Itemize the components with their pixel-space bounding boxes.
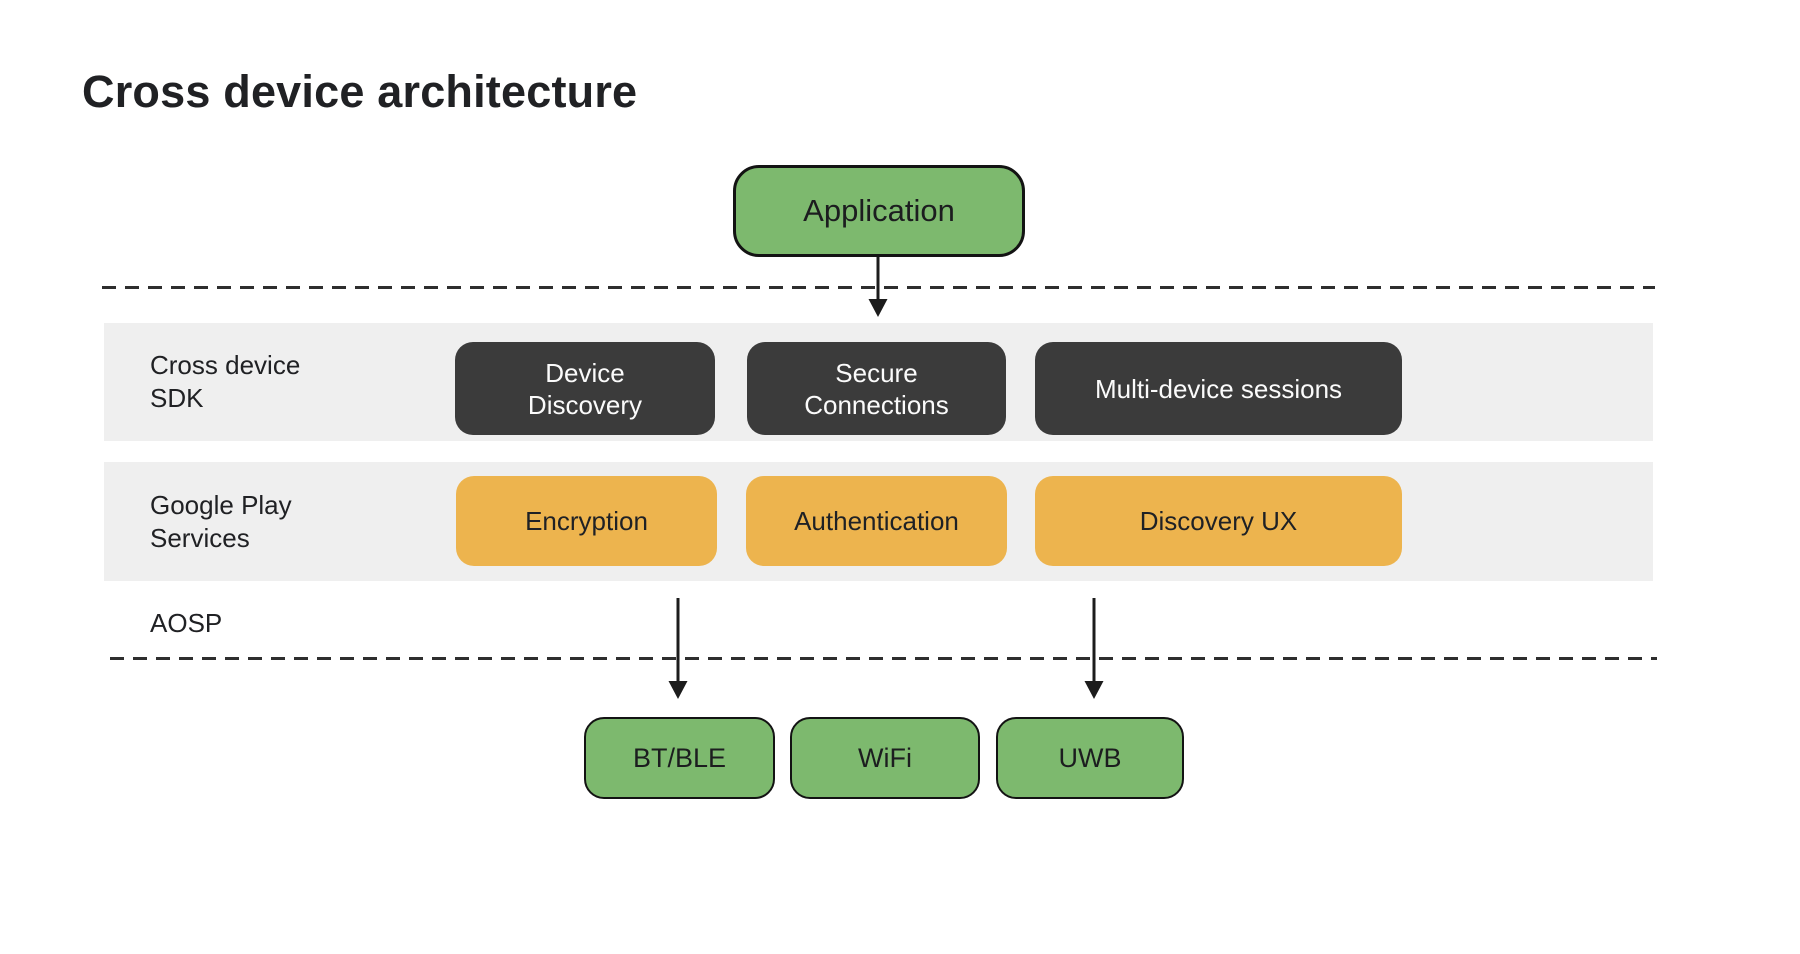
application-box-label: Application <box>803 193 955 228</box>
gps-box-authentication: Authentication <box>746 476 1007 566</box>
sdk-box-device-discovery: Device Discovery <box>455 342 715 435</box>
gps-to-uwb-arrow <box>1084 598 1104 699</box>
gps-box-discovery-ux: Discovery UX <box>1035 476 1402 566</box>
application-box: Application <box>733 165 1025 257</box>
gps-band: Google Play Services Encryption Authenti… <box>104 462 1653 581</box>
radio-box-bt-ble-label: BT/BLE <box>632 742 727 773</box>
sdk-box-device-discovery-label: Device Discovery <box>527 357 643 420</box>
sdk-box-secure-connections: Secure Connections <box>747 342 1006 435</box>
sdk-band-label: Cross device SDK <box>150 350 301 413</box>
gps-box-encryption: Encryption <box>456 476 717 566</box>
gps-box-encryption-label: Encryption <box>525 505 648 536</box>
radio-box-uwb-label: UWB <box>1058 742 1122 773</box>
diagram-title: Cross device architecture <box>82 66 638 117</box>
sdk-band: Cross device SDK Device Discovery Secure… <box>104 323 1653 441</box>
dashed-divider-top <box>102 286 1655 289</box>
radio-box-wifi-label: WiFi <box>858 742 912 773</box>
gps-band-label: Google Play Services <box>150 489 292 553</box>
sdk-box-secure-connections-label: Secure Connections <box>804 357 949 420</box>
aosp-label: AOSP <box>150 608 223 638</box>
gps-to-btble-arrow <box>668 598 688 699</box>
radio-box-wifi: WiFi <box>790 717 980 799</box>
radio-box-uwb: UWB <box>996 717 1184 799</box>
gps-box-authentication-label: Authentication <box>794 505 959 536</box>
sdk-box-multi-device-sessions: Multi-device sessions <box>1035 342 1402 435</box>
dashed-divider-bottom <box>110 657 1657 660</box>
sdk-box-multi-device-sessions-label: Multi-device sessions <box>1094 373 1343 404</box>
gps-box-discovery-ux-label: Discovery UX <box>1139 505 1298 536</box>
radio-box-bt-ble: BT/BLE <box>584 717 775 799</box>
